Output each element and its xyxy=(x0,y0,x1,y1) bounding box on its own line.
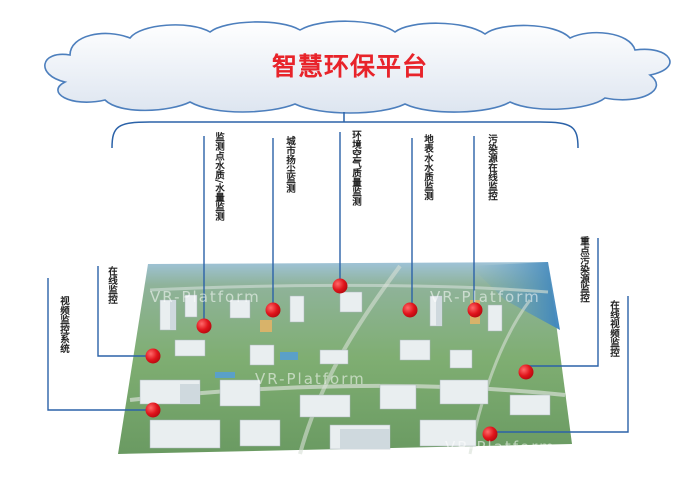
marker-l6[interactable] xyxy=(518,364,534,380)
marker-l3[interactable] xyxy=(332,278,348,294)
marker-l2[interactable] xyxy=(265,302,281,318)
watermark: VR-Platform xyxy=(255,370,366,388)
label-l3: 环境空气质量监测 xyxy=(350,130,361,206)
diagram-title: 智慧环保平台 xyxy=(271,52,428,81)
watermark: VR-Platform xyxy=(150,288,261,306)
label-l2: 城市扬尘监测 xyxy=(284,136,295,193)
label-l5: 污染源在线监控 xyxy=(486,134,497,201)
markers xyxy=(145,278,534,442)
marker-l8[interactable] xyxy=(145,348,161,364)
marker-l7[interactable] xyxy=(482,426,498,442)
marker-l9[interactable] xyxy=(145,402,161,418)
watermark: VR-Platform xyxy=(445,438,556,456)
marker-l5[interactable] xyxy=(467,302,483,318)
connector-l9 xyxy=(47,278,153,411)
label-l6: 重点污染源监控 xyxy=(578,236,589,303)
city-map xyxy=(118,262,572,455)
label-l4: 地表水水质监测 xyxy=(422,134,433,201)
label-l9: 视频监控系统 xyxy=(58,296,69,353)
label-l8: 在线视频监控 xyxy=(608,300,619,357)
top-bracket xyxy=(111,121,579,149)
watermark: VR-Platform xyxy=(430,288,541,306)
marker-l1[interactable] xyxy=(196,318,212,334)
marker-l4[interactable] xyxy=(402,302,418,318)
title-cloud xyxy=(44,20,671,114)
label-l1: 监测点水质/水量监测 xyxy=(213,132,224,221)
label-l7: 在线监控 xyxy=(106,266,117,304)
connector-l8 xyxy=(97,266,153,357)
connector-l7 xyxy=(490,296,629,433)
